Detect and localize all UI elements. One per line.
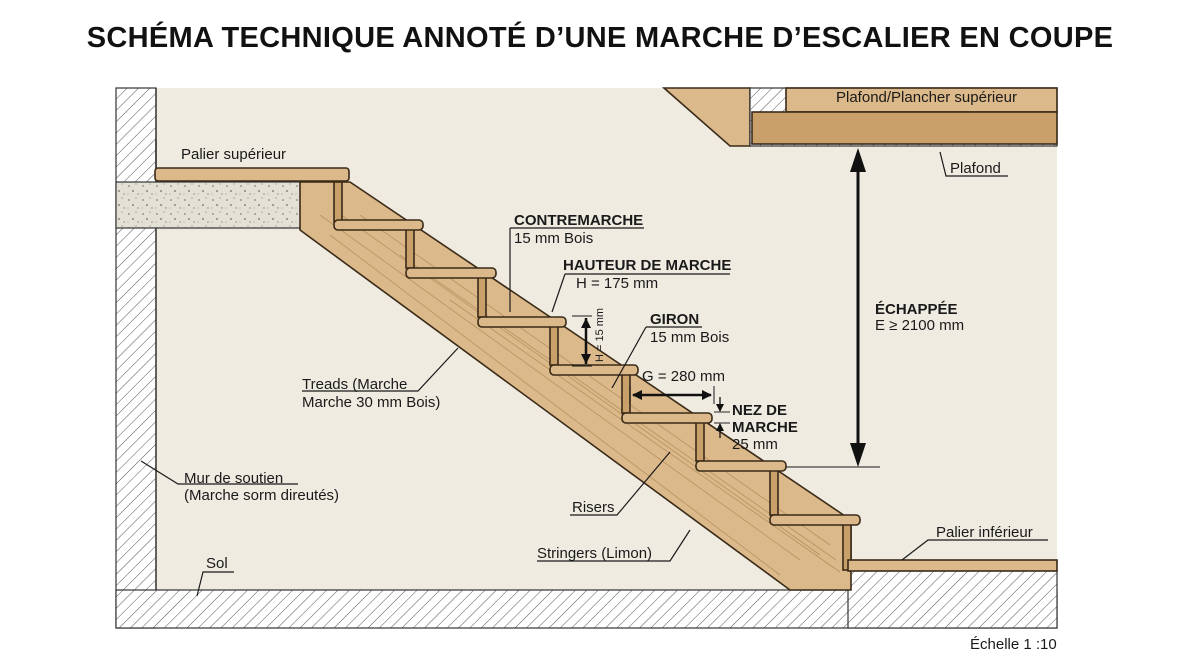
label-echappee-sub: E ≥ 2100 mm: [875, 317, 964, 334]
label-echappee-title: ÉCHAPPÉE: [875, 301, 958, 318]
label-palier-superieur: Palier supérieur: [181, 146, 286, 163]
retaining-wall: [115, 87, 157, 629]
label-nez-sub: 25 mm: [732, 436, 778, 453]
label-mur-line2: (Marche sorm direutés): [184, 487, 339, 504]
label-g-dim: G = 280 mm: [642, 368, 725, 385]
upper-floor-board: [785, 87, 1058, 113]
tread: [621, 412, 713, 424]
label-risers: Risers: [572, 499, 615, 516]
riser: [549, 322, 559, 366]
tread: [695, 460, 787, 472]
lower-landing: [847, 559, 1058, 572]
label-sol: Sol: [206, 555, 228, 572]
label-mur-line1: Mur de soutien: [184, 470, 283, 487]
lower-floor-slab: [847, 569, 1058, 629]
label-plafond-plancher: Plafond/Plancher supérieur: [836, 89, 1017, 106]
stringer-body: [299, 181, 852, 591]
page-title: SCHÉMA TECHNIQUE ANNOTÉ D’UNE MARCHE D’E…: [86, 22, 1114, 54]
label-h-vertical: H = 15 mm: [594, 308, 606, 362]
label-hauteur-sub: H = 175 mm: [576, 275, 658, 292]
tread: [549, 364, 639, 376]
label-treads-line2: Marche 30 mm Bois): [302, 394, 440, 411]
label-plafond: Plafond: [950, 160, 1001, 177]
label-nez-line2: MARCHE: [732, 419, 798, 436]
tread: [477, 316, 567, 328]
label-palier-inferieur: Palier inférieur: [936, 524, 1033, 541]
label-hauteur-title: HAUTEUR DE MARCHE: [563, 257, 731, 274]
tread: [405, 267, 497, 279]
riser: [405, 227, 415, 269]
riser: [695, 418, 705, 462]
riser: [621, 370, 631, 414]
label-stringers: Stringers (Limon): [537, 545, 652, 562]
riser: [333, 181, 343, 223]
riser: [477, 274, 487, 318]
label-giron-sub: 15 mm Bois: [650, 329, 729, 346]
label-contremarche-title: CONTREMARCHE: [514, 212, 643, 229]
ceiling-board: [751, 111, 1058, 145]
label-contremarche-sub: 15 mm Bois: [514, 230, 593, 247]
label-treads-line1: Treads (Marche: [302, 376, 407, 393]
label-echelle: Échelle 1 :10: [970, 636, 1057, 653]
label-nez-line1: NEZ DE: [732, 402, 787, 419]
upper-concrete-slab: [115, 181, 307, 229]
tread: [154, 167, 350, 182]
label-giron-title: GIRON: [650, 311, 699, 328]
tread: [769, 514, 861, 526]
tread: [333, 219, 424, 231]
riser: [769, 466, 779, 516]
